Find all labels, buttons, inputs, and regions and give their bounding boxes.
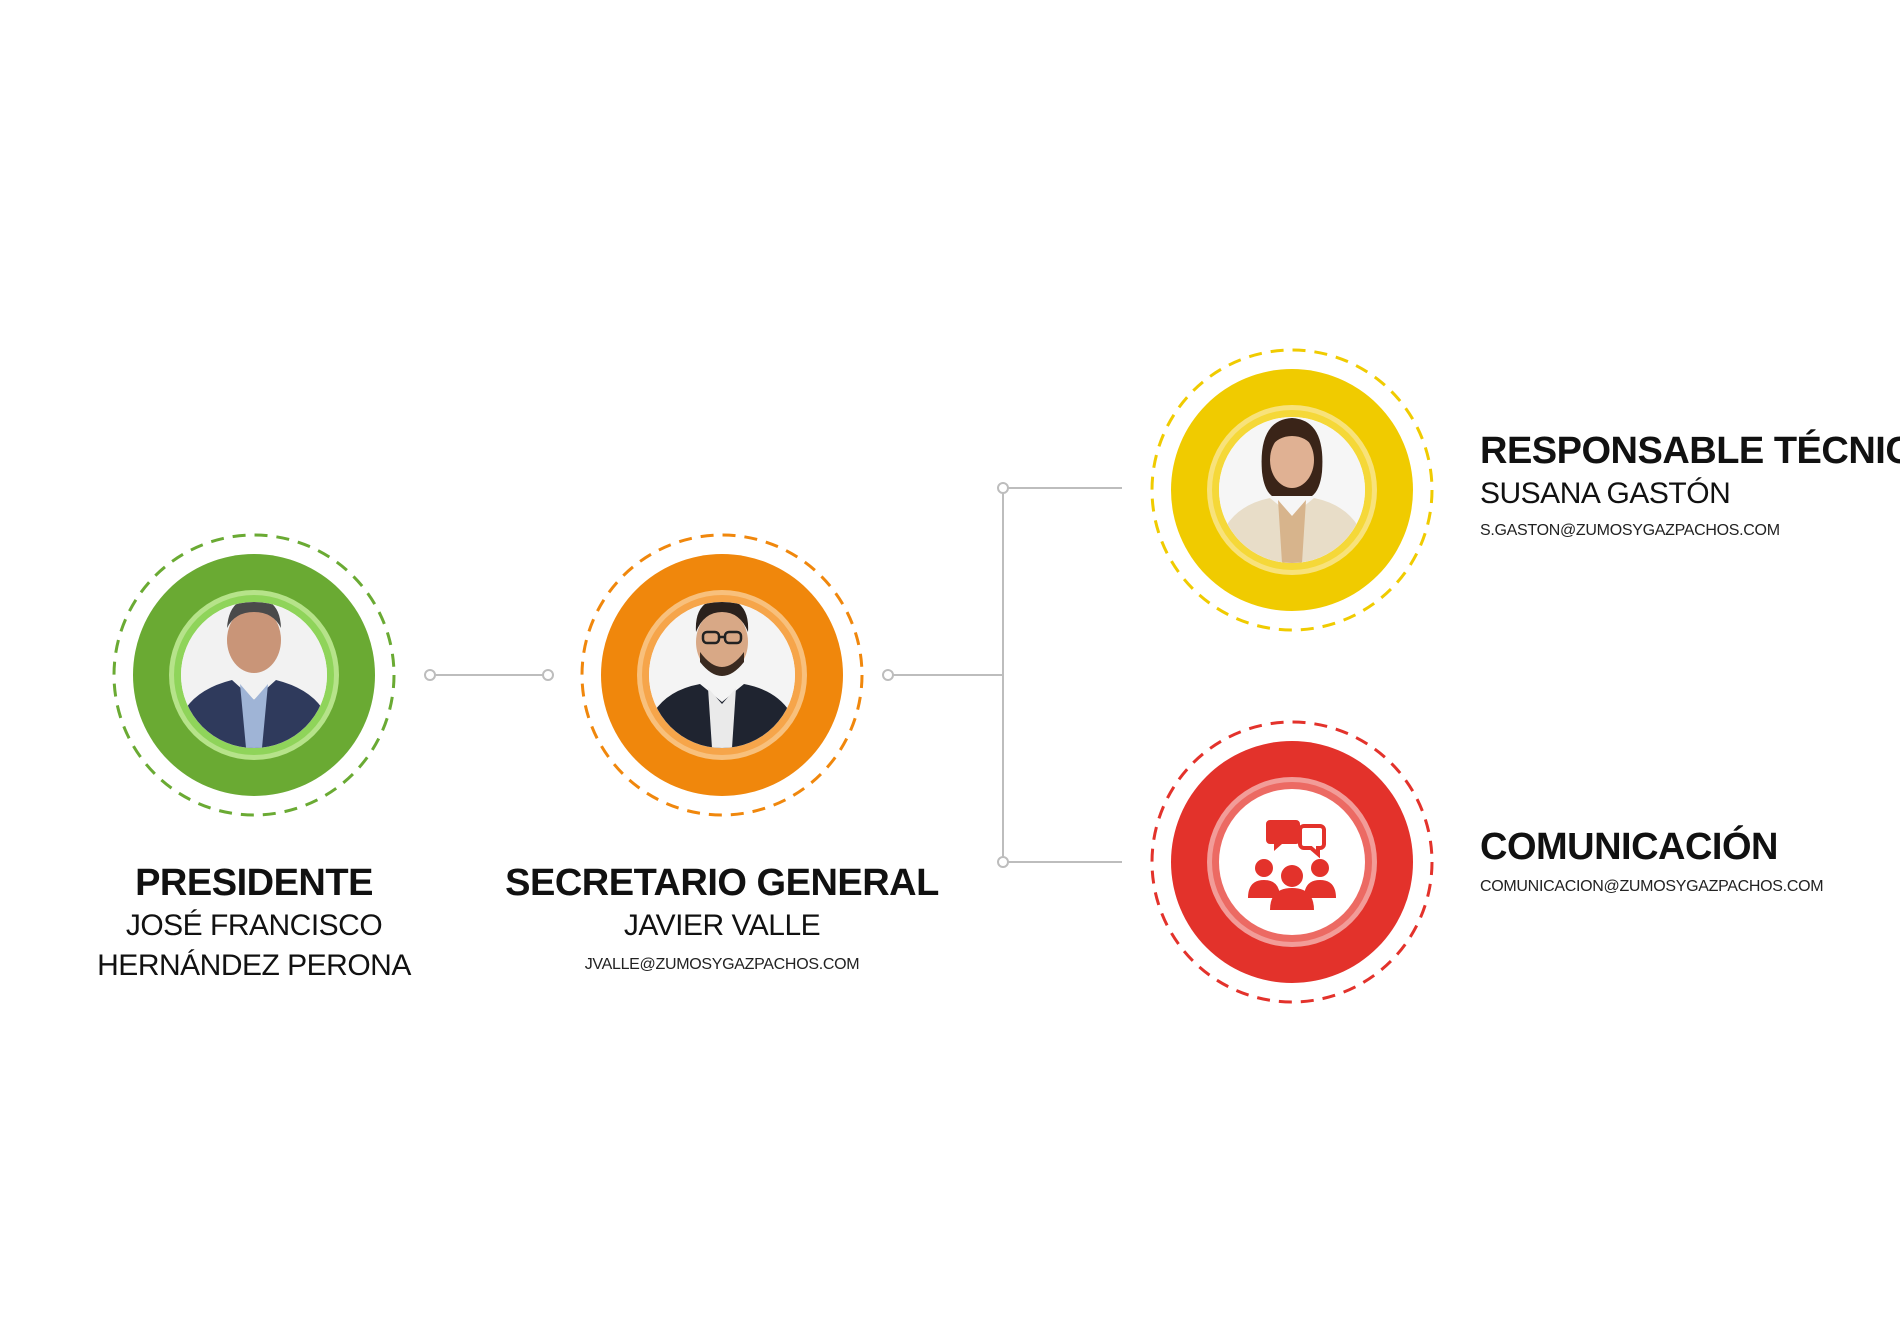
dashed-outer-ring — [1150, 348, 1434, 632]
dashed-outer-ring — [112, 533, 396, 817]
presidente-name-line2: HERNÁNDEZ PERONA — [97, 949, 411, 982]
comunicacion-role-label: COMUNICACIÓN — [1480, 826, 1778, 868]
group-chat-icon — [1248, 820, 1336, 910]
connector-dot — [997, 482, 1009, 494]
connector-dot — [997, 856, 1009, 868]
connector-dot — [882, 669, 894, 681]
avatar-secretario — [649, 602, 795, 748]
avatar-tecnico — [1219, 417, 1365, 563]
connectors — [424, 482, 1122, 868]
comunicacion-email-link[interactable]: COMUNICACION@ZUMOSYGAZPACHOS.COM — [1480, 878, 1824, 895]
dashed-outer-ring — [1150, 720, 1434, 1004]
connector-dot — [542, 669, 554, 681]
presidente-role-label: PRESIDENTE — [135, 862, 373, 904]
connector-dot — [424, 669, 436, 681]
avatar-presidente — [181, 602, 327, 748]
icon-background — [1219, 789, 1365, 935]
node-comunicacion[interactable] — [1150, 720, 1434, 1004]
presidente-name-line1: JOSÉ FRANCISCO — [125, 909, 383, 942]
node-secretario[interactable] — [580, 533, 864, 817]
secretario-email-link[interactable]: JVALLE@ZUMOSYGAZPACHOS.COM — [584, 956, 860, 973]
tecnico-name: SUSANA GASTÓN — [1480, 477, 1731, 510]
node-presidente[interactable] — [112, 533, 396, 817]
secretario-name: JAVIER VALLE — [623, 909, 821, 942]
dashed-outer-ring — [580, 533, 864, 817]
tecnico-email-link[interactable]: S.GASTON@ZUMOSYGAZPACHOS.COM — [1480, 522, 1780, 539]
secretario-role-label: SECRETARIO GENERAL — [505, 862, 939, 904]
tecnico-role-label: RESPONSABLE TÉCNICO — [1480, 430, 1900, 472]
node-tecnico[interactable] — [1150, 348, 1434, 632]
